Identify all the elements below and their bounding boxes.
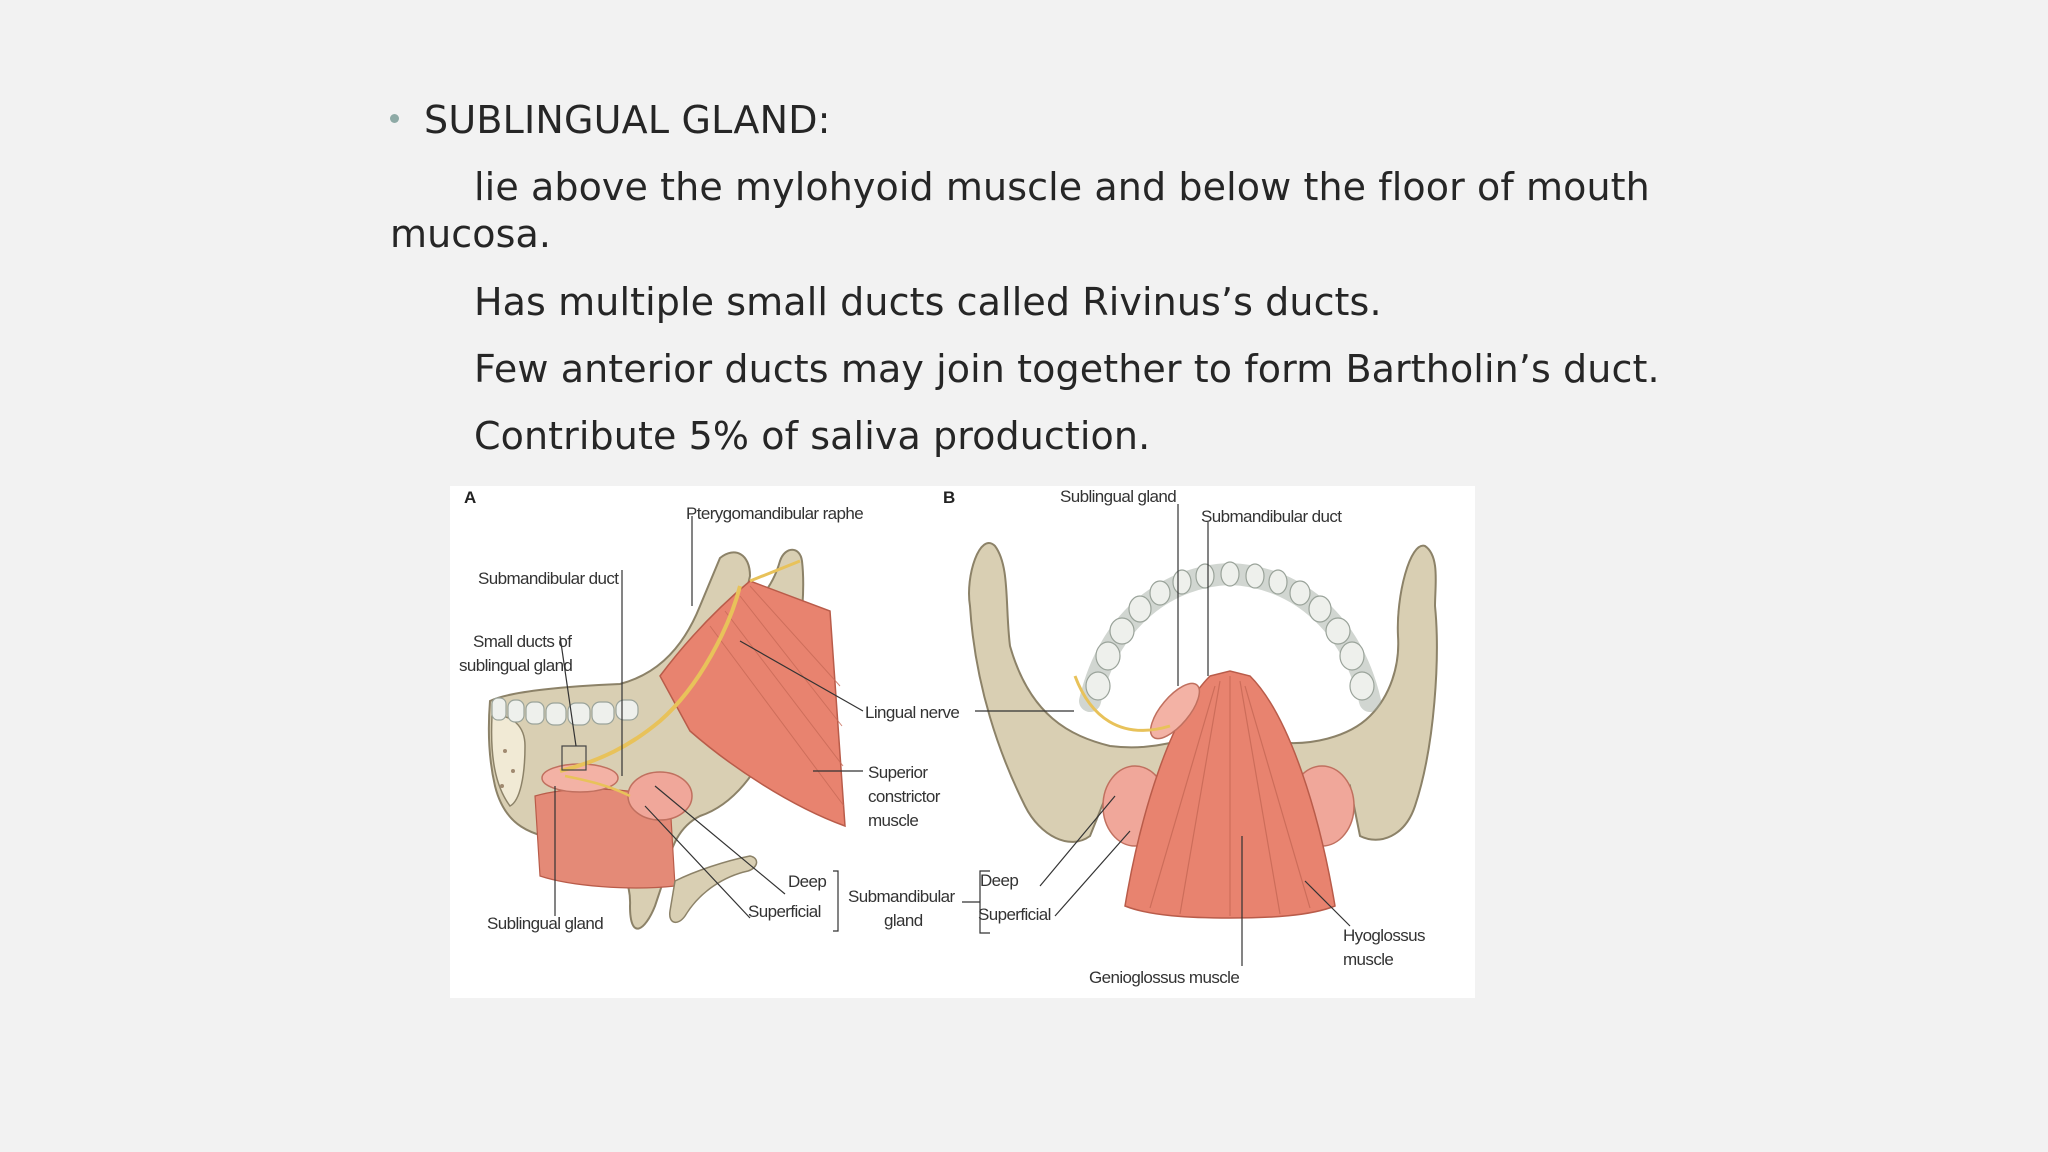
label-superficial-a: Superficial — [748, 902, 821, 921]
label-sublingual-gland-a: Sublingual gland — [487, 914, 603, 933]
label-small-ducts-line-2: sublingual gland — [459, 656, 572, 675]
label-deep-a: Deep — [788, 872, 826, 891]
panel-a-illustration: A Pterygomandibular raphe Submandibular … — [459, 488, 960, 933]
panel-a-letter: A — [464, 488, 476, 507]
label-sublingual-gland-b: Sublingual gland — [1060, 487, 1176, 506]
label-superficial-b: Superficial — [978, 905, 1051, 924]
paragraph-4: Contribute 5% of saliva production. — [474, 414, 1151, 458]
slide-heading: SUBLINGUAL GLAND: — [424, 98, 831, 142]
label-submandibular-line-1: Submandibular — [848, 887, 955, 906]
label-small-ducts-line-1: Small ducts of — [473, 632, 572, 651]
label-superior-line-2: constrictor — [868, 787, 941, 806]
label-superior-line-1: Superior — [868, 763, 928, 782]
heading-bullet: SUBLINGUAL GLAND: — [390, 97, 831, 143]
bullet-icon — [390, 114, 399, 123]
anatomy-figure: A Pterygomandibular raphe Submandibular … — [450, 486, 1475, 998]
label-hyoglossus-line-2: muscle — [1343, 950, 1393, 969]
paragraph-2: Has multiple small ducts called Rivinus’… — [474, 280, 1382, 324]
label-lingual-nerve: Lingual nerve — [865, 703, 959, 722]
paragraph-3: Few anterior ducts may join together to … — [474, 347, 1660, 391]
label-genioglossus: Genioglossus muscle — [1089, 968, 1239, 987]
paragraph-1: lie above the mylohyoid muscle and below… — [390, 164, 1650, 258]
panel-b-letter: B — [943, 488, 955, 507]
label-submandibular-duct-a: Submandibular duct — [478, 569, 619, 588]
label-hyoglossus-line-1: Hyoglossus — [1343, 926, 1425, 945]
label-submandibular-duct-b: Submandibular duct — [1201, 507, 1342, 526]
label-superior-line-3: muscle — [868, 811, 918, 830]
label-pterygomandibular-raphe: Pterygomandibular raphe — [686, 504, 863, 523]
anatomy-illustration: A Pterygomandibular raphe Submandibular … — [459, 487, 1438, 987]
panel-b-illustration: B Sublingual gland Submandibular duct De… — [943, 487, 1438, 987]
paragraph-1-line-2: mucosa. — [390, 212, 552, 256]
label-submandibular-line-2: gland — [884, 911, 923, 930]
label-deep-b: Deep — [980, 871, 1018, 890]
paragraph-1-line-1: lie above the mylohyoid muscle and below… — [474, 165, 1650, 209]
